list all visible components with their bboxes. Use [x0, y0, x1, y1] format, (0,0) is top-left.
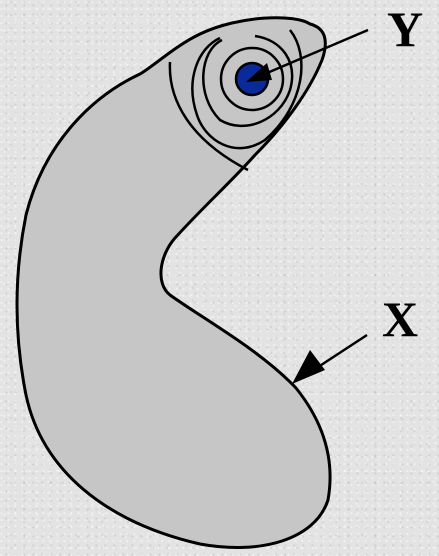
pointer-arrowhead-x	[292, 350, 325, 384]
label-x: X	[382, 291, 418, 347]
label-y: Y	[387, 1, 423, 57]
body-outline	[17, 18, 330, 548]
